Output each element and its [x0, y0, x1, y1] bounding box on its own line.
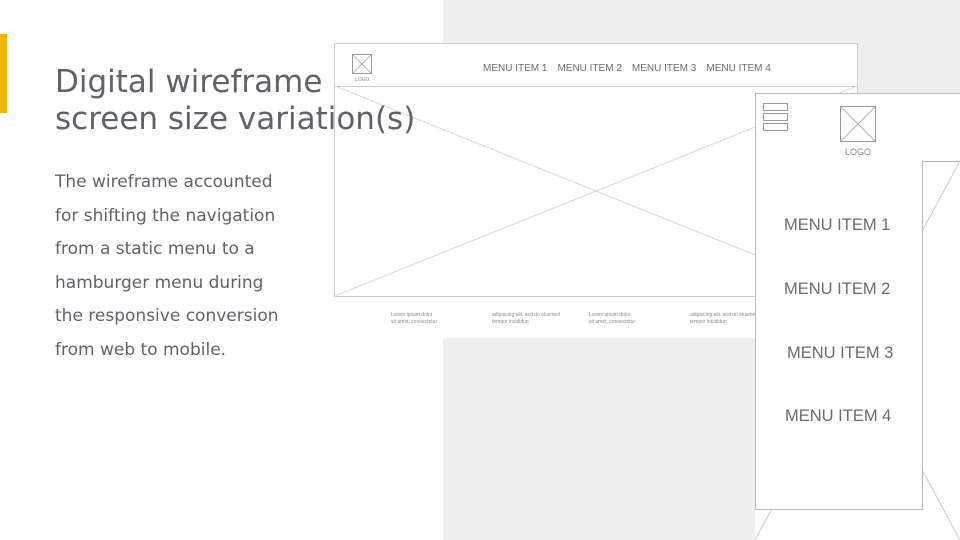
desktop-nav-menu: MENU ITEM 1 MENU ITEM 2 MENU ITEM 3 MENU… — [483, 63, 771, 74]
body-line-5: the responsive conversion — [55, 306, 279, 326]
slide-body-text: The wireframe accounted for shifting the… — [55, 166, 295, 367]
mobile-wireframe: LOGO MENU ITEM 1 MENU ITEM 2 MENU ITEM 3… — [755, 93, 960, 540]
body-line-2: for shifting the navigation — [55, 205, 276, 226]
footer-text-block-4: adipiscing elit, sed do eiusmod tempor i… — [690, 312, 758, 325]
body-line-3: from a static menu to a — [55, 239, 255, 259]
logo-placeholder-icon — [352, 54, 372, 74]
footer-text-block-2: adipiscing elit, sed do eiusmod tempor i… — [492, 312, 560, 325]
footer-text-line: tempor incididun — [492, 318, 529, 325]
desktop-logo-label: LOGO — [355, 77, 370, 83]
footer-text-line: adipiscing elit, sed do eiusmod — [492, 312, 561, 318]
drawer-menu-item-2[interactable]: MENU ITEM 2 — [784, 280, 891, 298]
footer-text-block-1: Lorem ipsum dolor sit amet, consectetur — [391, 312, 437, 325]
desktop-menu-item-4[interactable]: MENU ITEM 4 — [706, 63, 771, 74]
drawer-menu-item-1[interactable]: MENU ITEM 1 — [784, 216, 891, 234]
footer-text-line: sit amet, consectetur — [391, 318, 438, 325]
logo-placeholder-icon — [840, 106, 876, 142]
mobile-logo-label: LOGO — [845, 147, 872, 157]
desktop-menu-item-3[interactable]: MENU ITEM 3 — [631, 63, 697, 74]
body-line-4: hamburger menu during — [55, 272, 264, 293]
footer-text-line: sit amet, consectetur — [589, 318, 636, 325]
mobile-header: LOGO — [755, 93, 960, 162]
footer-text-line: tempor incididun — [690, 318, 727, 325]
slide-title-line-1: Digital wireframe — [55, 64, 323, 100]
footer-text-line: Lorem ipsum dolor — [589, 312, 631, 318]
drawer-menu-item-3[interactable]: MENU ITEM 3 — [787, 344, 894, 362]
footer-text-line: Lorem ipsum dolor — [391, 312, 433, 318]
hamburger-menu-icon[interactable] — [763, 103, 788, 133]
hamburger-drawer-menu: MENU ITEM 1 MENU ITEM 2 MENU ITEM 3 MENU… — [755, 161, 923, 510]
footer-text-block-3: Lorem ipsum dolor sit amet, consectetur — [589, 312, 635, 325]
desktop-header: LOGO MENU ITEM 1 MENU ITEM 2 MENU ITEM 3… — [334, 43, 858, 87]
slide-title: Digital wireframe screen size variation(… — [55, 64, 415, 138]
body-line-6: from web to mobile. — [55, 339, 227, 360]
footer-text-line: adipiscing elit, sed do eiusmod — [690, 312, 759, 318]
body-line-1: The wireframe accounted — [55, 172, 273, 192]
slide-title-line-2: screen size variation(s) — [55, 101, 416, 137]
accent-bar — [0, 34, 7, 113]
desktop-menu-item-2[interactable]: MENU ITEM 2 — [557, 63, 622, 74]
desktop-menu-item-1[interactable]: MENU ITEM 1 — [483, 63, 548, 74]
drawer-menu-item-4[interactable]: MENU ITEM 4 — [785, 407, 892, 425]
